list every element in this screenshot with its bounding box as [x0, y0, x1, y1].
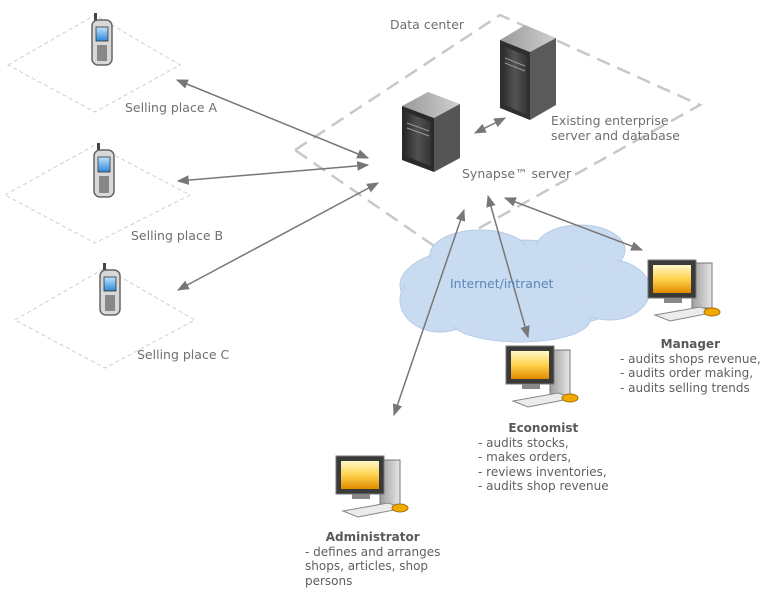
phone-b-icon [93, 143, 115, 198]
manager-duty: - audits selling trends [620, 380, 750, 395]
economist-computer-icon [505, 345, 579, 408]
economist-duty: - makes orders, [478, 450, 572, 464]
synapse-server-icon [402, 92, 460, 172]
internet-label: Internet/intranet [450, 276, 554, 291]
phone-a-icon [91, 13, 113, 66]
selling-place-a-label: Selling place A [125, 100, 218, 115]
manager-duty: - audits order making, [620, 366, 754, 380]
manager-duty: - audits shops revenue, [620, 351, 761, 366]
manager-block: Manager - audits shops revenue, - audits… [620, 337, 761, 395]
arrow-synapse-economist [486, 194, 530, 339]
manager-duties: - audits shops revenue, - audits order m… [620, 352, 761, 396]
economist-block: Economist - audits stocks, - makes order… [478, 421, 609, 494]
arrow-place-c-synapse [176, 182, 380, 291]
phone-c-icon [99, 263, 121, 316]
arrow-place-a-synapse [175, 79, 370, 159]
synapse-server-label: Synapse™ server [462, 166, 572, 181]
enterprise-server-label-line2: server and database [551, 128, 680, 143]
data-center-region [292, 13, 703, 252]
economist-title: Economist [508, 421, 579, 435]
administrator-title: Administrator [325, 530, 420, 544]
administrator-duty: persons [305, 573, 353, 588]
selling-place-c-label: Selling place C [137, 347, 230, 362]
economist-duties: - audits stocks, - makes orders, - revie… [478, 436, 609, 494]
selling-place-a-region [6, 14, 182, 113]
enterprise-server-label-line1: Existing enterprise [551, 113, 669, 128]
administrator-duty: - defines and arranges [305, 544, 441, 559]
administrator-computer-icon [335, 455, 409, 518]
administrator-block: Administrator - defines and arranges sho… [305, 530, 440, 588]
manager-computer-icon [647, 259, 721, 322]
arrow-synapse-enterprise [473, 117, 507, 134]
arrow-synapse-administrator [392, 208, 466, 417]
enterprise-server-icon [500, 25, 556, 120]
economist-duty: - reviews inventories, [478, 464, 607, 479]
economist-duty: - audits stocks, [478, 435, 569, 450]
manager-title: Manager [660, 337, 720, 351]
data-center-label: Data center [390, 17, 465, 32]
selling-place-b-label: Selling place B [131, 228, 224, 243]
administrator-duties: - defines and arranges shops, articles, … [305, 545, 440, 589]
administrator-duty: shops, articles, shop [305, 559, 429, 573]
arrow-place-b-synapse [176, 161, 370, 185]
economist-duty: - audits shop revenue [478, 479, 609, 493]
selling-place-c-region [13, 267, 197, 369]
